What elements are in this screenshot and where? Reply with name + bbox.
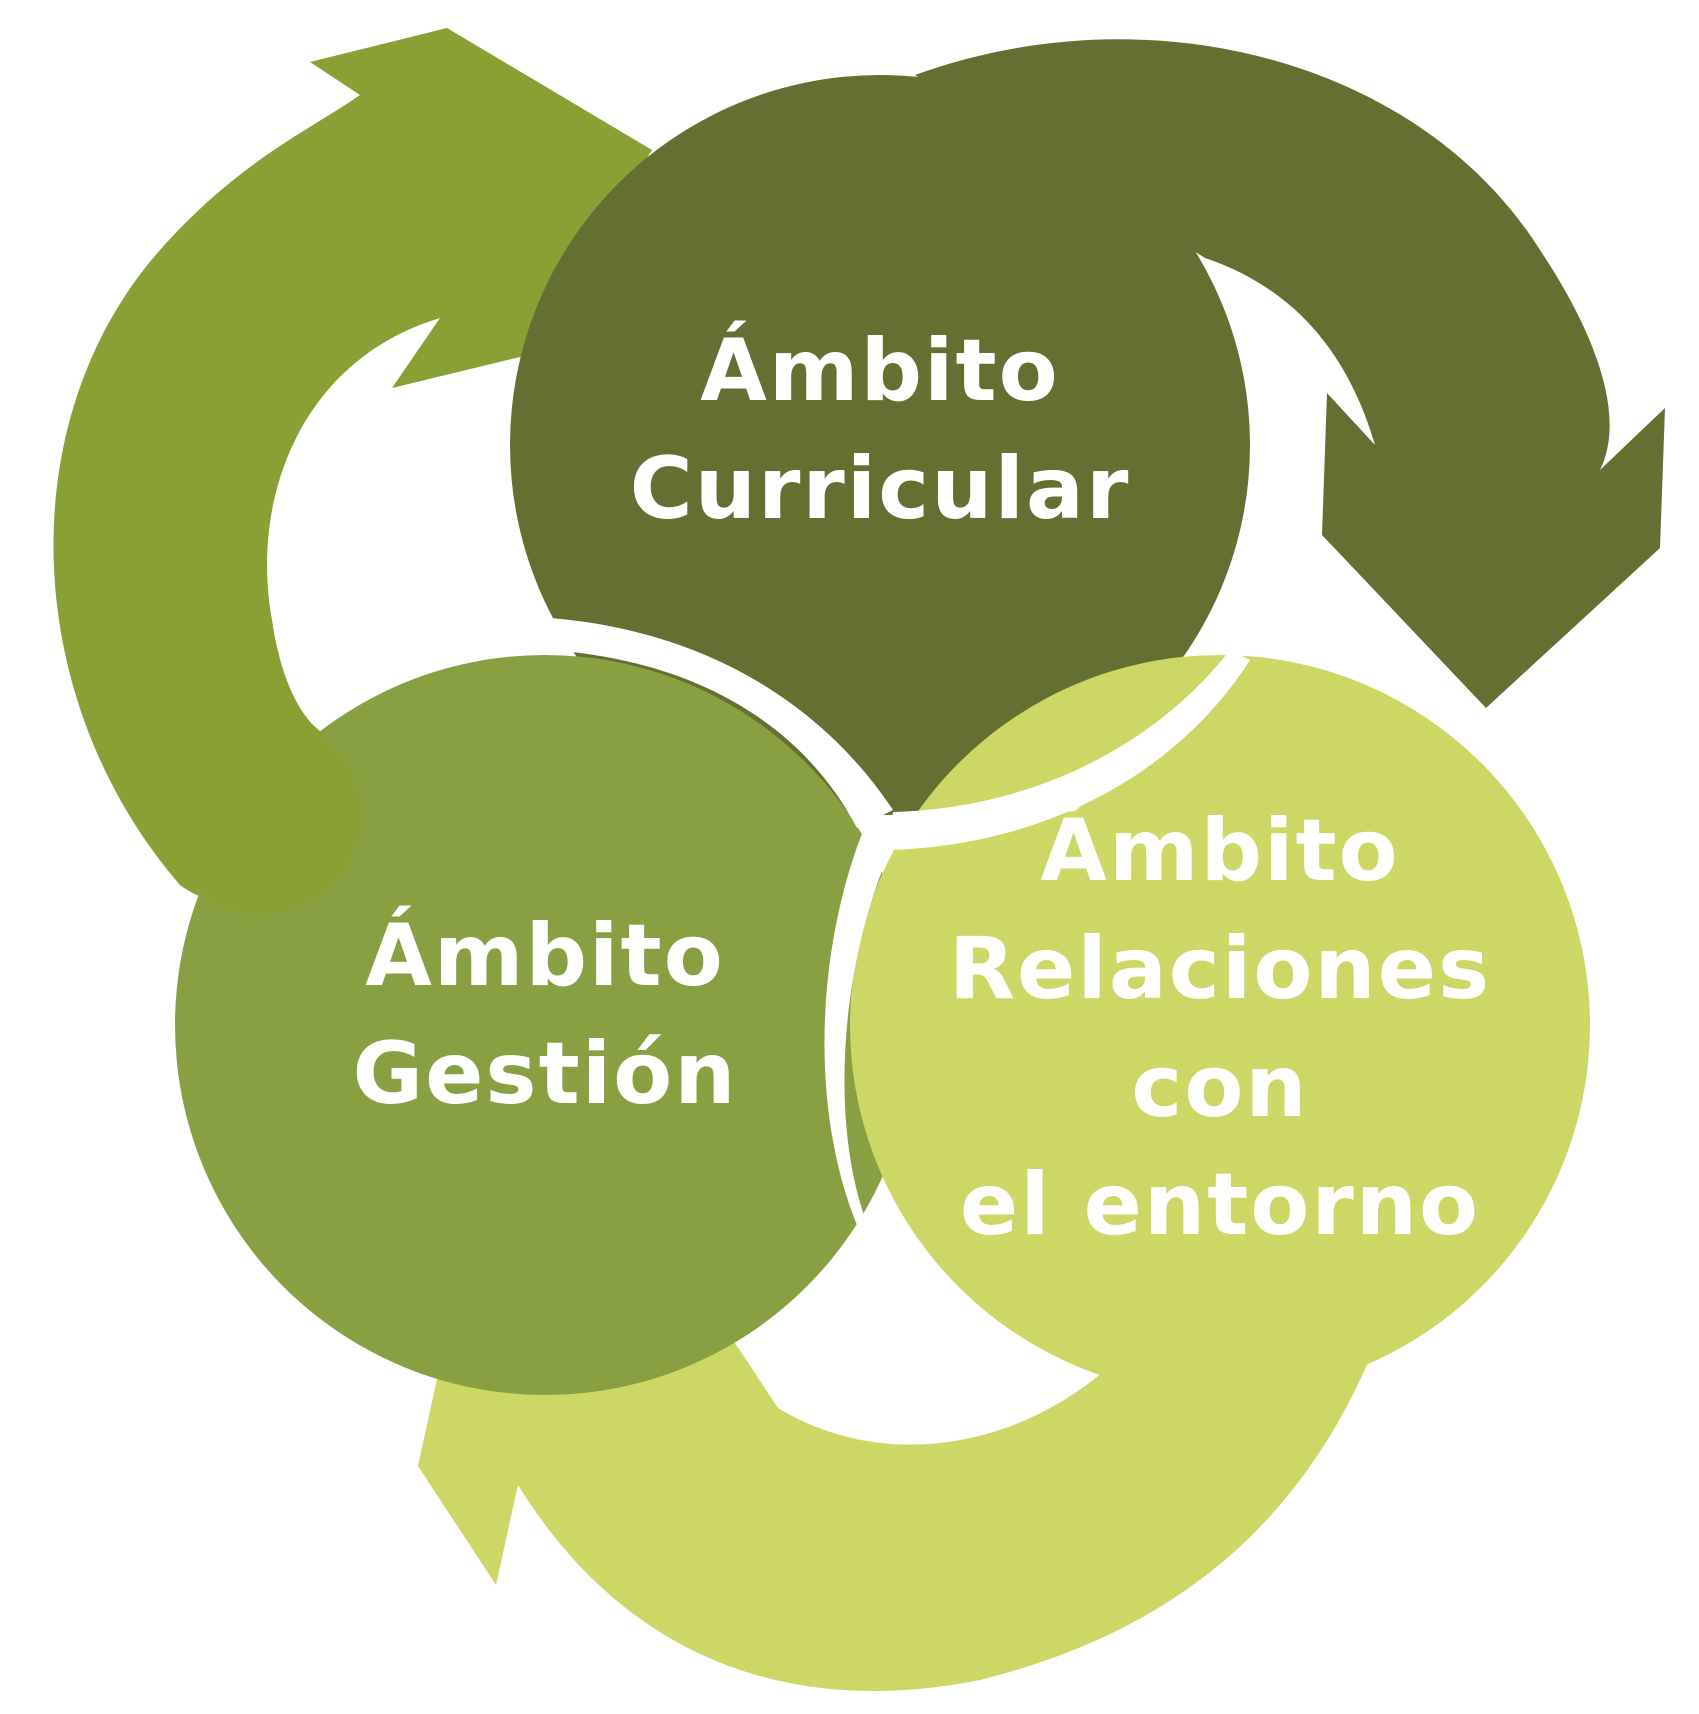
label-relaciones-line-2: con [1131,1037,1308,1137]
separator-top [550,618,893,828]
label-relaciones-line-3: el entorno [960,1155,1480,1255]
separator-right [890,650,1250,850]
label-gestion-line-0: Ámbito [365,906,724,1006]
label-curricular-line-0: Ámbito [700,321,1059,421]
circle-curricular [510,75,1250,815]
label-relaciones-line-0: Ámbito [1040,801,1399,901]
circle-relaciones [850,655,1590,1395]
label-gestion-line-1: Gestión [352,1024,737,1124]
arrow-curricular-to-relaciones [915,39,1665,708]
arrow-tail-blob [162,715,362,915]
label-relaciones-line-1: Relaciones [949,919,1491,1019]
circle-gestion [175,655,915,1395]
arrow-gestion-to-curricular [53,28,652,905]
separator-middle [824,826,893,1225]
label-curricular-line-1: Curricular [630,439,1131,539]
